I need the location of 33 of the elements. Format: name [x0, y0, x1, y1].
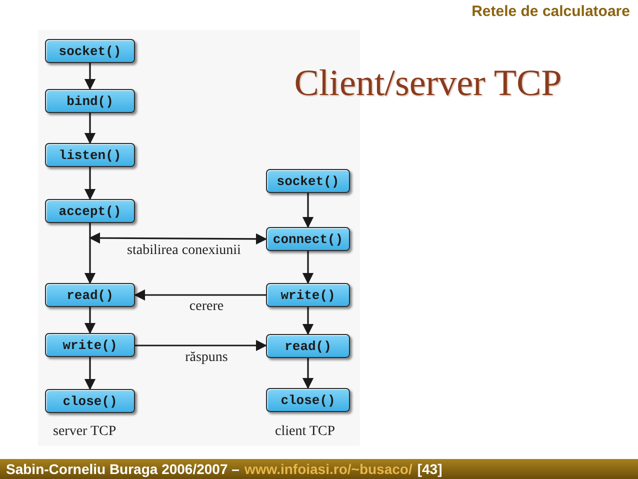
function-box: close()	[45, 389, 135, 413]
function-box: accept()	[45, 199, 135, 223]
column-caption: server TCP	[53, 424, 116, 440]
slide-title: Client/server TCP	[293, 62, 563, 105]
column-caption: client TCP	[275, 424, 336, 440]
function-box: write()	[266, 283, 350, 307]
arrow	[84, 167, 96, 200]
function-box: listen()	[45, 143, 135, 167]
arrow	[302, 358, 314, 390]
arrow	[302, 193, 314, 228]
arrow	[134, 289, 266, 301]
edge-label: răspuns	[183, 350, 230, 366]
arrow	[302, 251, 314, 284]
arrow	[135, 340, 268, 352]
arrow	[302, 307, 314, 336]
function-box: bind()	[45, 89, 135, 113]
arrow	[84, 223, 96, 284]
arrow	[84, 113, 96, 144]
function-box: read()	[266, 334, 350, 358]
arrow	[84, 307, 96, 334]
function-box: read()	[45, 283, 135, 307]
footer-link: www.infoiasi.ro/~busaco/	[244, 460, 412, 478]
function-box: close()	[266, 388, 350, 412]
footer-author: Sabin-Corneliu Buraga 2006/2007 –	[6, 460, 240, 478]
function-box: write()	[45, 333, 135, 357]
function-box: connect()	[266, 227, 350, 251]
arrow	[88, 232, 268, 245]
function-box: socket()	[45, 39, 135, 63]
header-title: Retele de calculatoare	[472, 3, 630, 20]
page-number: [43]	[417, 460, 442, 478]
function-box: socket()	[266, 169, 350, 193]
arrow	[84, 357, 96, 390]
arrow	[84, 63, 96, 90]
